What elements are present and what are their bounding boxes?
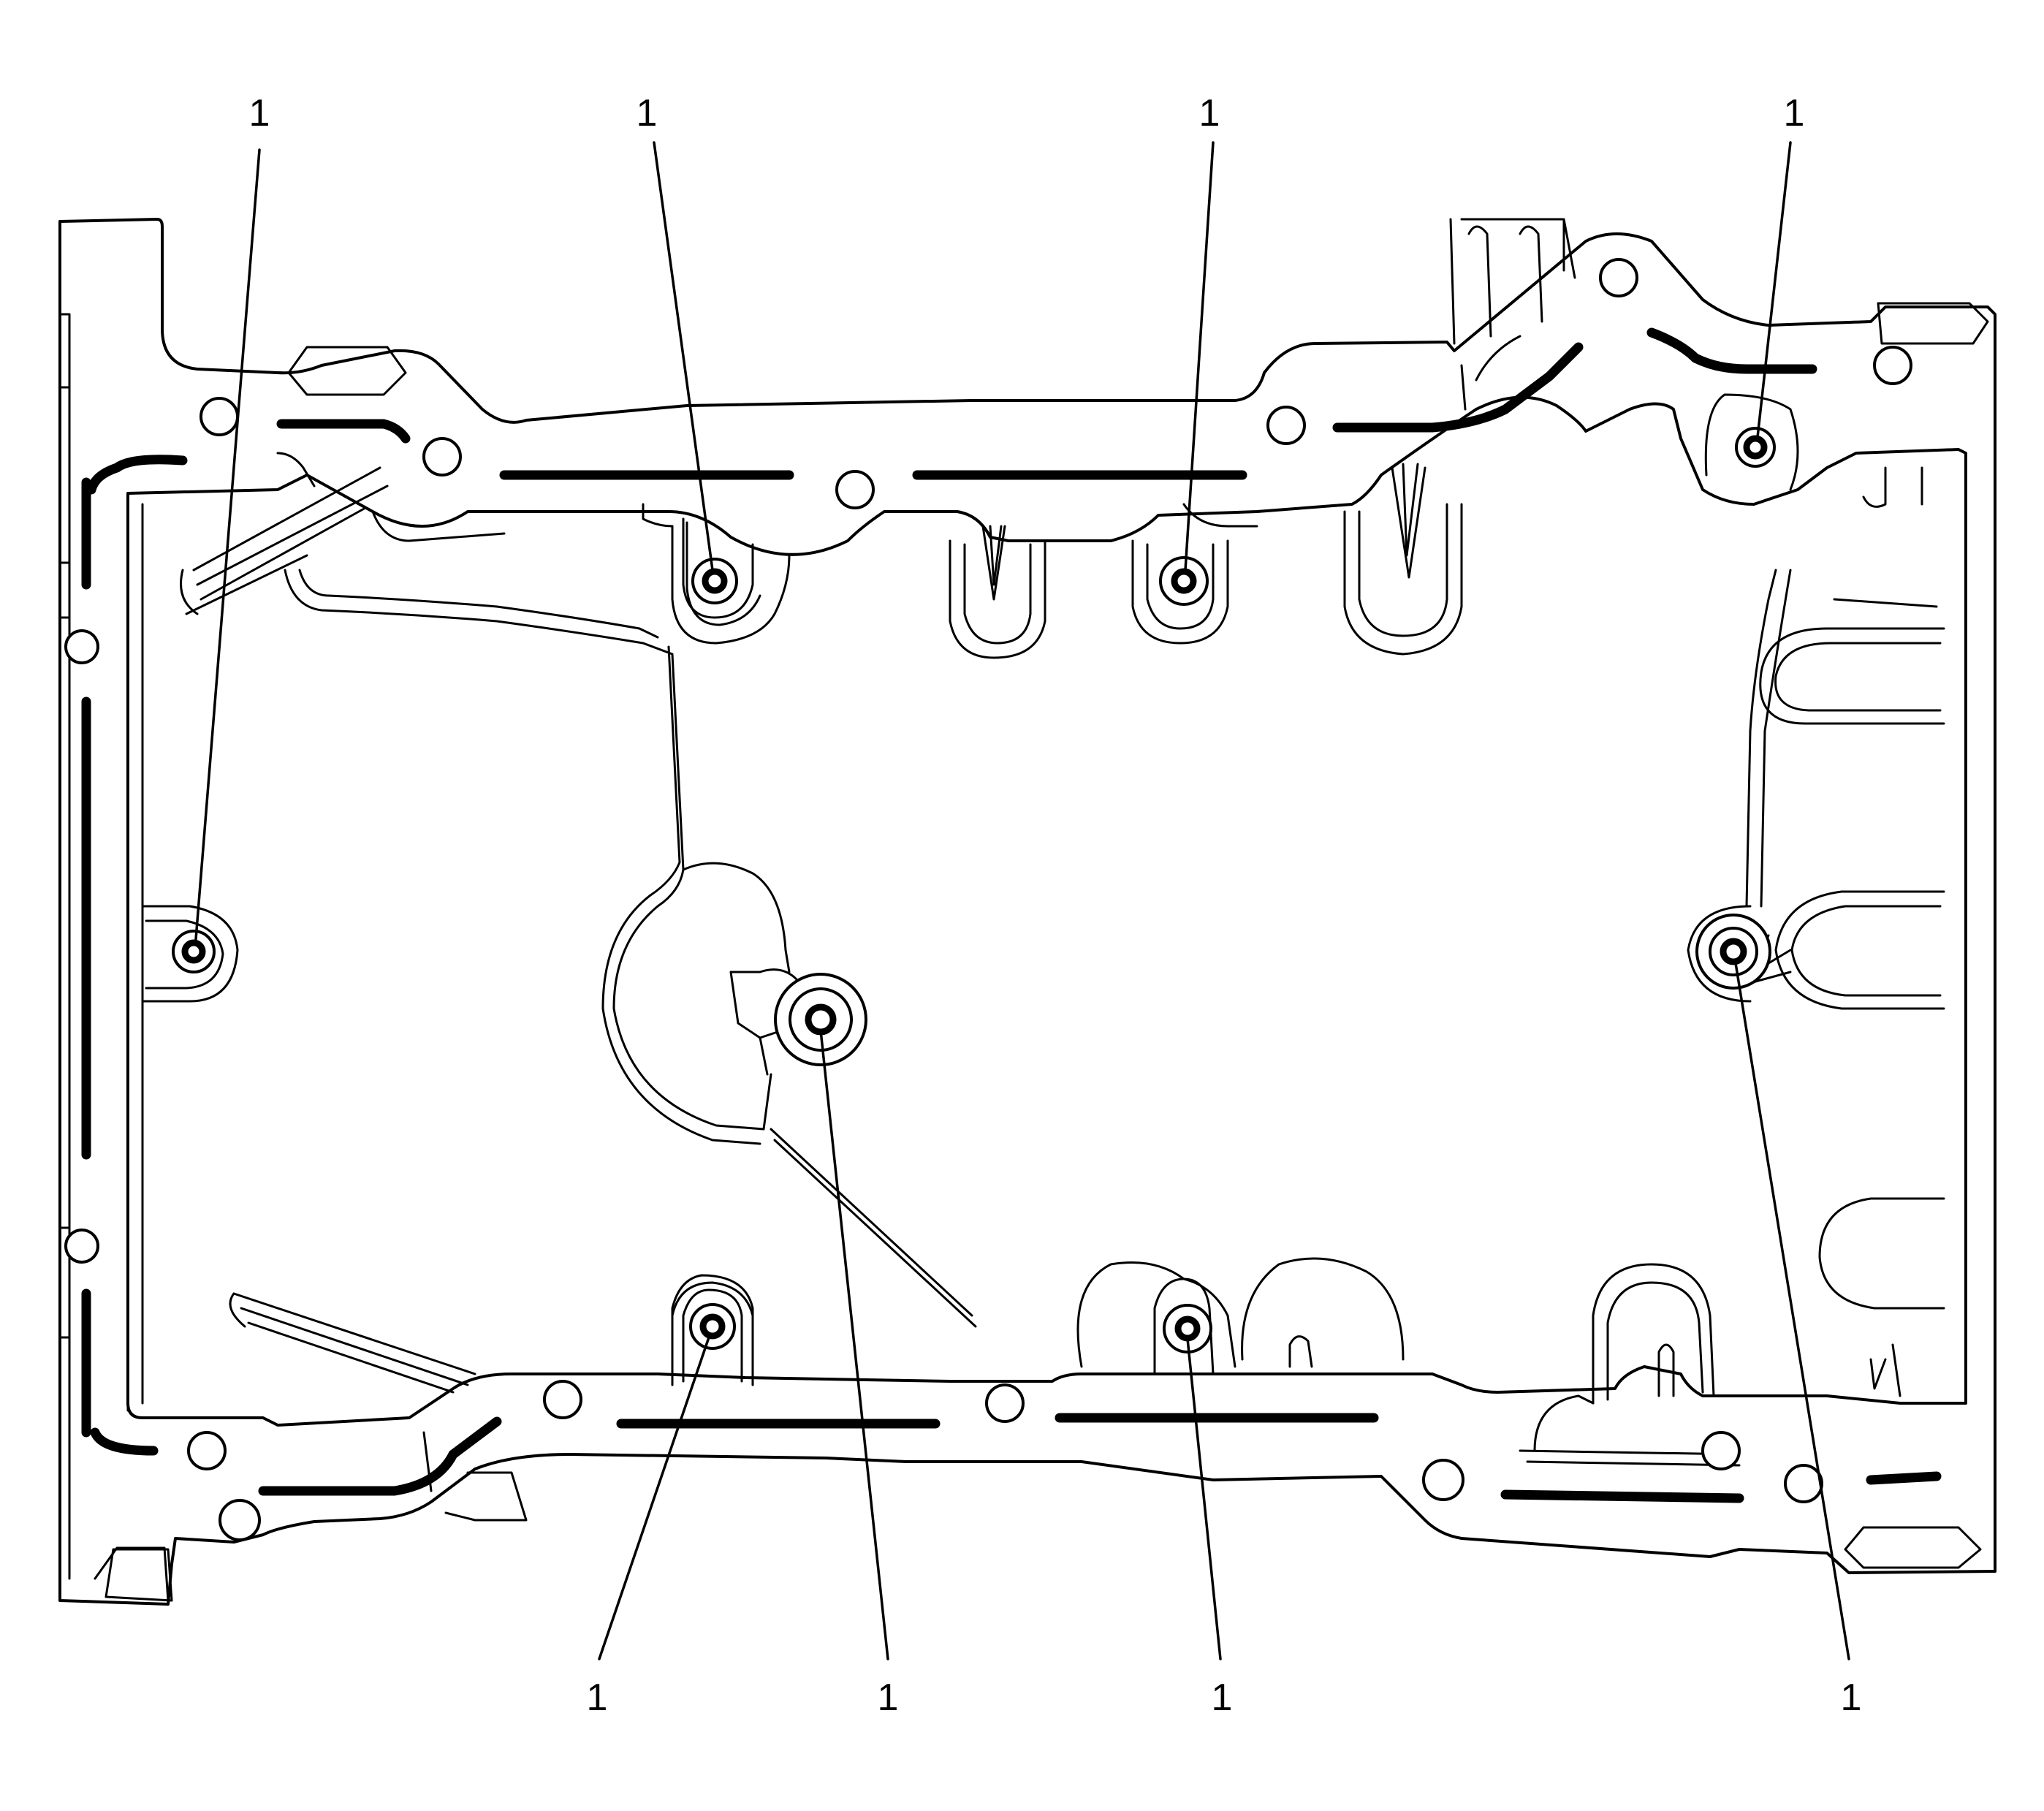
leader-line — [819, 1029, 889, 1660]
leader-line — [194, 148, 261, 941]
flange-hole — [1784, 1464, 1823, 1503]
bolt-hole — [702, 568, 728, 594]
leader-line — [1184, 141, 1215, 572]
bolt-hole — [699, 1313, 726, 1340]
callout-label: 1 — [587, 1677, 608, 1719]
flange-hole — [1701, 1431, 1741, 1470]
flange-hole — [1266, 406, 1306, 445]
bolt-hole — [805, 1003, 837, 1036]
callout-label: 1 — [1199, 92, 1220, 134]
corner-ribs — [180, 466, 528, 1522]
callout-label: 1 — [1212, 1677, 1233, 1719]
callout-label: 1 — [878, 1677, 899, 1719]
flange-holes — [64, 258, 1989, 1602]
gasket-beads — [81, 327, 1942, 1503]
flange-hole — [1873, 346, 1912, 385]
callout-label: 1 — [637, 92, 658, 134]
bolt-hole — [1743, 435, 1768, 460]
flange-hole — [187, 1431, 227, 1470]
bolt-hole — [1720, 938, 1747, 965]
leader-line — [598, 1336, 710, 1660]
flange-hole — [835, 470, 875, 509]
top-rail-pockets — [276, 218, 1576, 659]
leader-line — [1756, 141, 1792, 438]
bolt-hole — [181, 939, 206, 964]
bottom-rail-pockets — [671, 1257, 1741, 1467]
flange-hole — [1422, 1459, 1464, 1501]
pan-flange-outline — [58, 218, 1996, 1606]
leader-line — [653, 141, 714, 572]
leader-line — [1186, 1337, 1222, 1660]
flange-hole — [1599, 258, 1638, 297]
right-side-pockets — [1745, 466, 1945, 1397]
pan-inner-rail — [126, 395, 1967, 1427]
callout-leaders — [194, 141, 1850, 1660]
bolt-bosses — [141, 393, 1799, 1383]
leader-line — [1734, 962, 1850, 1660]
callout-labels: 1 1 1 1 1 1 1 1 — [249, 92, 1862, 1719]
flange-hole — [219, 1499, 261, 1541]
bolt-hole — [1174, 1315, 1201, 1342]
flange-hole — [985, 1383, 1025, 1423]
flange-hole — [200, 397, 239, 436]
callout-label: 1 — [1841, 1677, 1862, 1719]
callout-label: 1 — [1784, 92, 1805, 134]
sump-baffle — [284, 569, 977, 1328]
bolt-hole — [1171, 568, 1197, 594]
flange-hole — [64, 1229, 99, 1264]
callout-label: 1 — [249, 92, 270, 134]
flange-hole — [64, 629, 99, 664]
flange-hole — [422, 437, 462, 477]
flange-hole — [543, 1380, 582, 1419]
